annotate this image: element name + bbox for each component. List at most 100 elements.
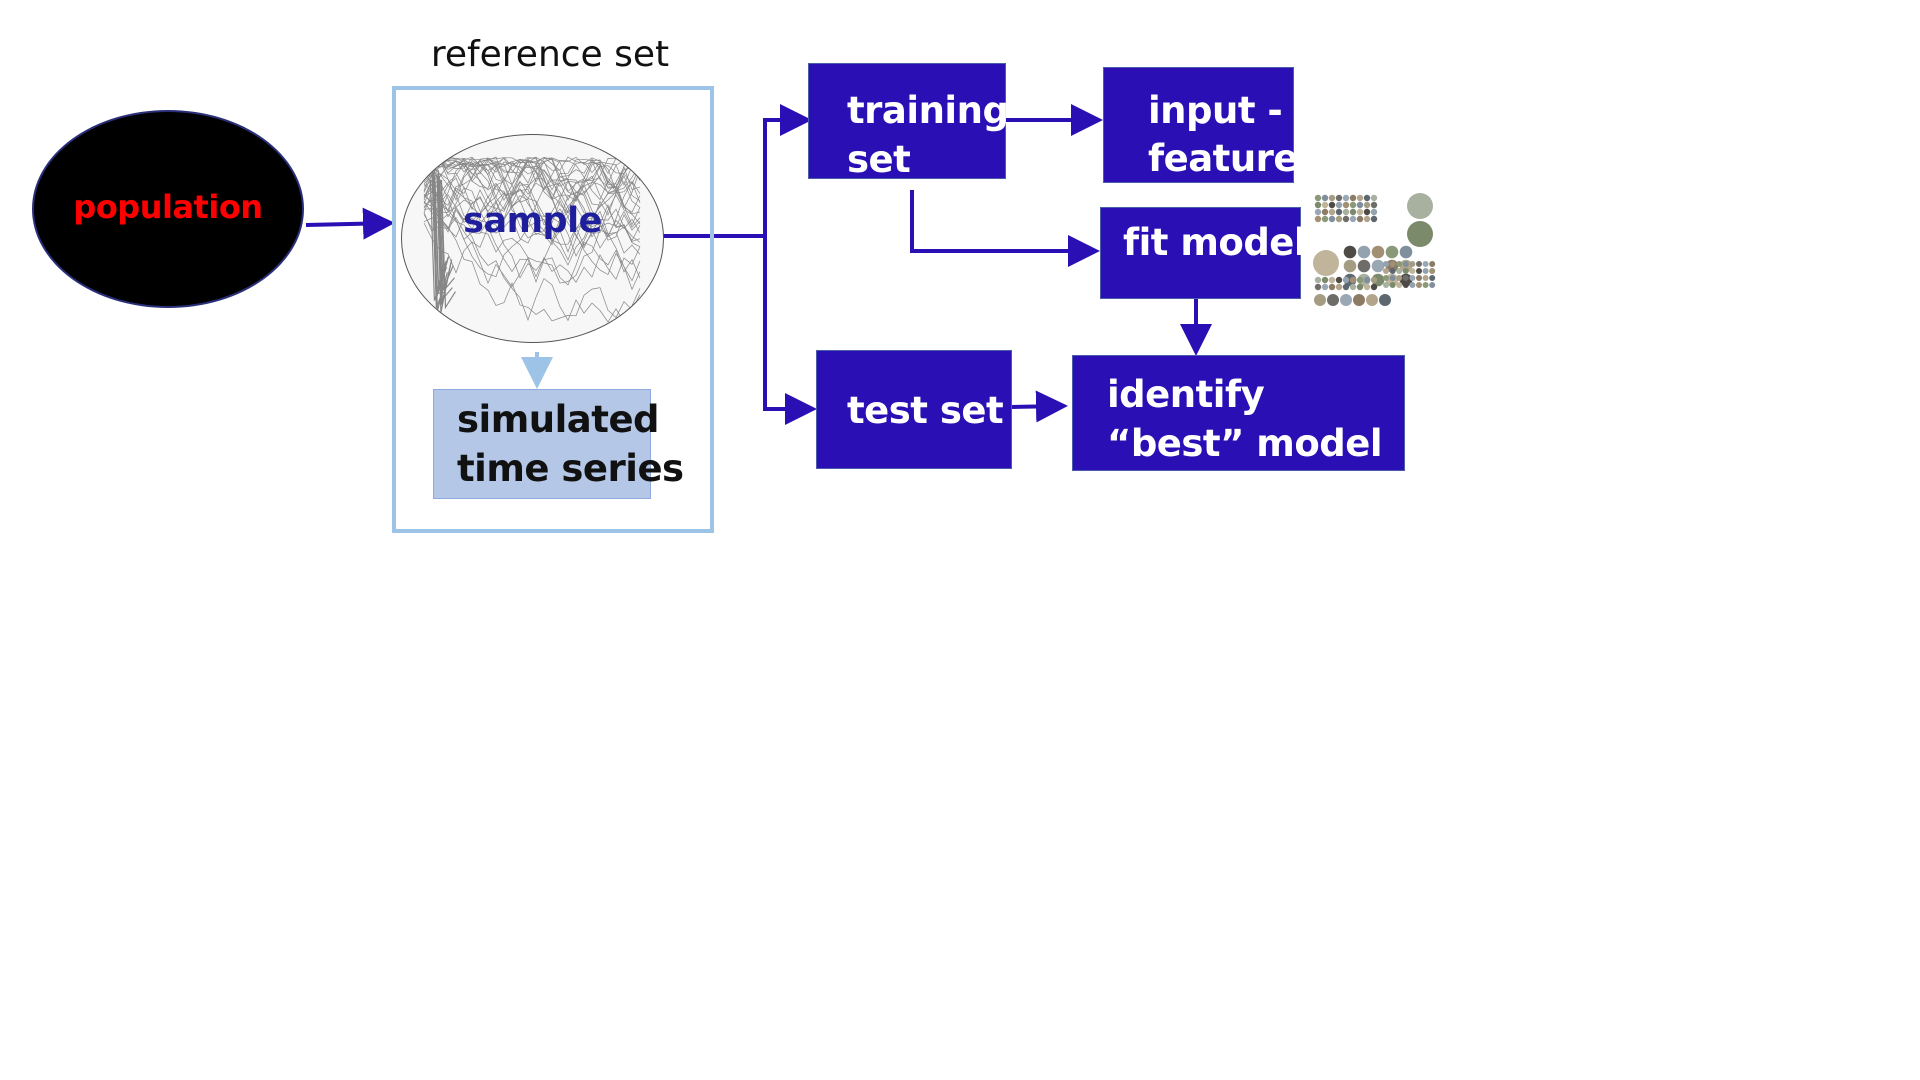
fit-models-node: fit models bbox=[1100, 207, 1328, 299]
time-series-trace bbox=[423, 159, 641, 218]
model-thumbnail-dot bbox=[1370, 208, 1378, 216]
time-series-trace bbox=[423, 163, 641, 279]
model-thumbnail-dot bbox=[1321, 201, 1329, 209]
model-thumbnail-dot bbox=[1342, 276, 1350, 284]
model-thumbnail-dot bbox=[1396, 275, 1403, 281]
time-series-trace bbox=[423, 160, 641, 221]
model-thumbnail-dot bbox=[1429, 282, 1436, 288]
model-thumbnail-dot bbox=[1343, 259, 1357, 273]
simulated-label-line1: simulated bbox=[457, 398, 660, 441]
model-thumbnail-dot bbox=[1389, 261, 1396, 267]
model-thumbnail-dot bbox=[1416, 261, 1422, 267]
model-thumbnail-dot bbox=[1370, 215, 1378, 223]
model-thumbnail-dot bbox=[1409, 282, 1416, 288]
model-thumbnail-dot bbox=[1402, 282, 1409, 288]
model-thumbnail-dot bbox=[1422, 275, 1429, 281]
model-thumbnail-dot bbox=[1335, 201, 1343, 209]
model-thumbnail-dot bbox=[1409, 268, 1416, 274]
model-thumbnail-dot bbox=[1370, 283, 1378, 291]
model-thumbnail-dot bbox=[1383, 268, 1389, 274]
input-feature-label-line2: feature bbox=[1148, 137, 1299, 180]
input-feature-node: input - feature bbox=[1103, 67, 1299, 183]
time-series-trace bbox=[423, 160, 641, 236]
model-thumbnail-dot bbox=[1389, 275, 1396, 281]
model-thumbnail-dot bbox=[1349, 201, 1357, 209]
model-thumbnail-dot bbox=[1356, 194, 1364, 202]
time-series-trace bbox=[423, 157, 641, 249]
model-thumbnail-dot bbox=[1328, 215, 1336, 223]
model-thumbnail-dot bbox=[1370, 194, 1378, 202]
model-thumbnail-dot bbox=[1402, 268, 1409, 274]
time-series-trace bbox=[423, 178, 641, 257]
time-series-trace bbox=[437, 176, 453, 305]
model-thumbnail-dot bbox=[1383, 275, 1389, 281]
model-thumbnail-dot bbox=[1335, 215, 1343, 223]
arrow-test-set-to-best-model bbox=[1010, 390, 1068, 423]
model-thumbnail-dot bbox=[1328, 208, 1336, 216]
model-thumbnail-dot bbox=[1314, 201, 1322, 209]
model-thumbnail-dot bbox=[1363, 283, 1371, 291]
population-label: population bbox=[73, 188, 263, 226]
time-series-trace bbox=[423, 157, 641, 194]
training-set-node: training set bbox=[808, 63, 1009, 181]
arrow-population-to-sample bbox=[305, 207, 395, 240]
model-thumbnail-dot bbox=[1389, 282, 1396, 288]
time-series-trace bbox=[423, 193, 641, 324]
model-thumbnail-dot bbox=[1416, 275, 1422, 281]
model-thumbnail-dot bbox=[1328, 194, 1336, 202]
model-thumbnail-dot bbox=[1313, 250, 1339, 276]
model-thumbnail-dot bbox=[1416, 268, 1422, 274]
best-model-label-line1: identify bbox=[1107, 373, 1265, 416]
sample-label: sample bbox=[463, 201, 602, 241]
time-series-trace bbox=[433, 177, 449, 288]
model-thumbnail-dot bbox=[1356, 276, 1364, 284]
model-thumbnail-dot bbox=[1327, 294, 1339, 306]
model-thumbnail-dot bbox=[1363, 215, 1371, 223]
time-series-trace bbox=[423, 217, 641, 322]
model-thumbnail-dot bbox=[1328, 276, 1336, 284]
time-series-scribble bbox=[423, 156, 641, 324]
identify-best-model-node: identify “best” model bbox=[1072, 355, 1405, 471]
model-thumbnail-dot bbox=[1349, 208, 1357, 216]
population-node: population bbox=[32, 110, 304, 308]
model-thumbnail-dot bbox=[1422, 261, 1429, 267]
model-thumbnail-dot bbox=[1371, 259, 1385, 273]
model-thumbnail-dot bbox=[1383, 261, 1389, 267]
time-series-trace bbox=[423, 164, 641, 233]
best-model-label-line2: “best” model bbox=[1107, 422, 1383, 465]
simulated-label-line2: time series bbox=[457, 447, 684, 490]
model-thumbnail-dot bbox=[1357, 259, 1371, 273]
model-thumbnail-dot bbox=[1396, 261, 1403, 267]
model-thumbnail-dot bbox=[1357, 245, 1371, 259]
model-thumbnail-dot bbox=[1407, 193, 1433, 219]
model-thumbnail-dot bbox=[1314, 283, 1322, 291]
time-series-trace bbox=[423, 158, 641, 240]
model-thumbnail-dot bbox=[1349, 276, 1357, 284]
test-set-label: test set bbox=[847, 389, 1004, 432]
model-thumbnail-dot bbox=[1321, 276, 1329, 284]
model-thumbnail-dot bbox=[1314, 208, 1322, 216]
time-series-trace bbox=[437, 170, 453, 302]
model-thumbnail-dot bbox=[1429, 268, 1436, 274]
model-thumbnail-dot bbox=[1356, 215, 1364, 223]
training-set-label-line1: training bbox=[847, 89, 1009, 132]
model-thumbnail-dot bbox=[1407, 221, 1433, 247]
time-series-trace bbox=[440, 179, 456, 310]
model-thumbnail-dot bbox=[1349, 194, 1357, 202]
time-series-trace bbox=[423, 175, 641, 242]
model-thumbnail-dot bbox=[1343, 245, 1357, 259]
model-thumbnail-dot bbox=[1385, 245, 1399, 259]
time-series-trace bbox=[423, 157, 641, 214]
model-thumbnail-dot bbox=[1353, 294, 1365, 306]
time-series-trace bbox=[423, 156, 641, 255]
time-series-trace bbox=[423, 193, 641, 247]
time-series-trace bbox=[431, 170, 447, 309]
model-thumbnail-dot bbox=[1416, 282, 1422, 288]
training-set-label-line2: set bbox=[847, 138, 911, 181]
model-thumbnail-dot bbox=[1409, 261, 1416, 267]
fit-models-label: fit models bbox=[1123, 221, 1328, 264]
model-thumbnail-dot bbox=[1356, 208, 1364, 216]
model-thumbnail-dot bbox=[1349, 215, 1357, 223]
model-thumbnail-dot bbox=[1314, 215, 1322, 223]
